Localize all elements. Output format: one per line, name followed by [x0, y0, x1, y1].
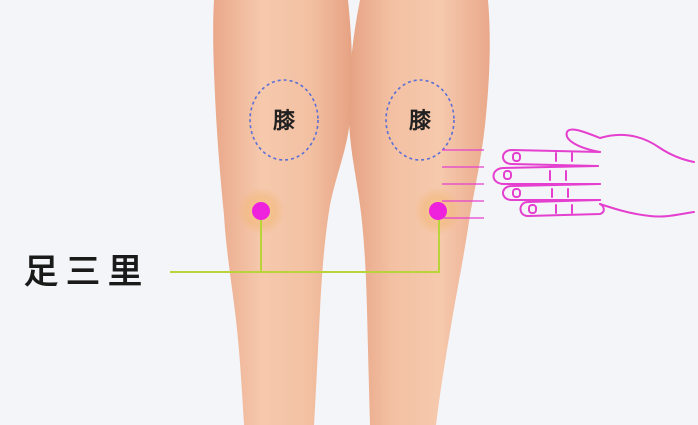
acupoint-label: 足三里	[24, 252, 150, 292]
right-acupoint-dot	[429, 202, 447, 220]
right-knee-label: 膝	[409, 109, 432, 134]
left-acupoint-dot	[252, 202, 270, 220]
left-knee-label: 膝	[273, 109, 296, 134]
